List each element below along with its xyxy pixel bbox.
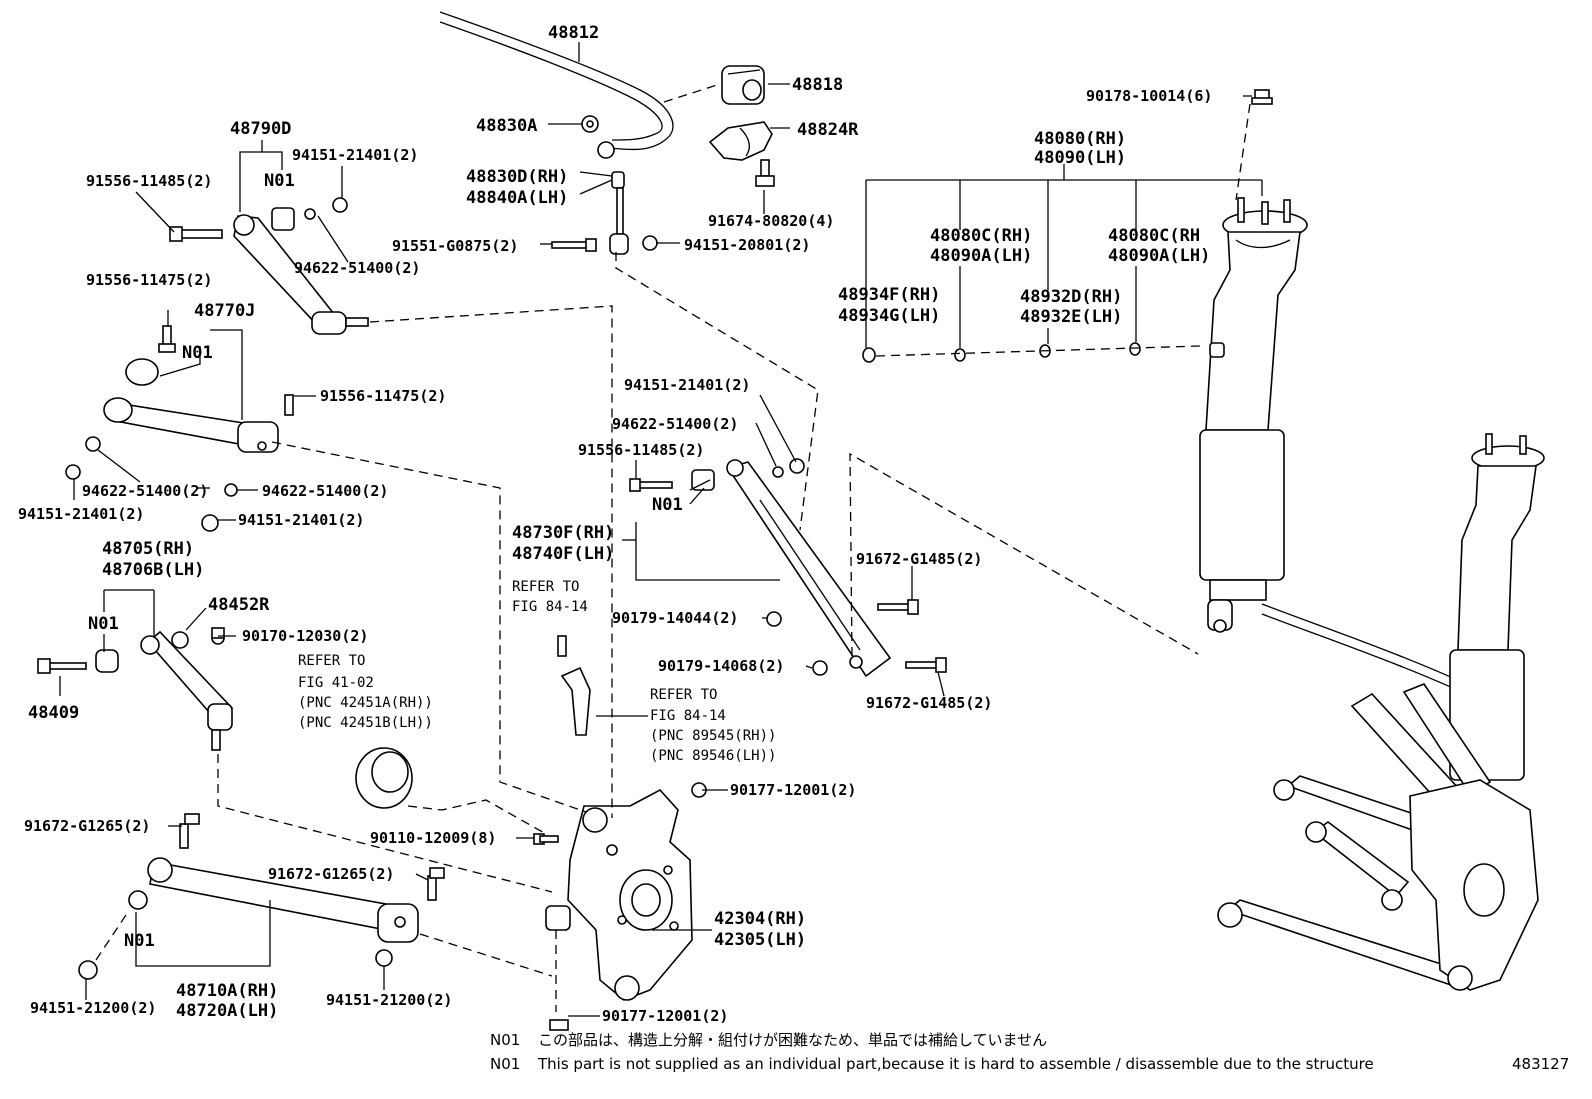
label-90110-12009[interactable]: 90110-12009(8) bbox=[370, 829, 496, 847]
label-fig-84-14-b[interactable]: FIG 84-14 bbox=[650, 708, 726, 724]
label-48840a[interactable]: 48840A(LH) bbox=[466, 188, 568, 208]
label-fig-41-02[interactable]: FIG 41-02 bbox=[298, 675, 374, 691]
label-pnc-89545: (PNC 89545(RH)) bbox=[650, 728, 776, 744]
label-90170-12030[interactable]: 90170-12030(2) bbox=[242, 627, 368, 645]
label-94151-21200-b[interactable]: 94151-21200(2) bbox=[326, 991, 452, 1009]
label-48090a-a[interactable]: 48090A(LH) bbox=[930, 246, 1032, 266]
label-94622-51400-a[interactable]: 94622-51400(2) bbox=[294, 259, 420, 277]
label-48452r[interactable]: 48452R bbox=[208, 595, 270, 615]
note-japanese: この部品は、構造上分解・組付けが困難なため、単品では補給していません bbox=[538, 1031, 1047, 1049]
label-91551-g0875[interactable]: 91551-G0875(2) bbox=[392, 237, 518, 255]
label-94151-21200-a[interactable]: 94151-21200(2) bbox=[30, 999, 156, 1017]
arm-48770j-part[interactable] bbox=[65, 325, 294, 532]
label-91556-11475-a[interactable]: 91556-11475(2) bbox=[86, 271, 212, 289]
label-48770j[interactable]: 48770J bbox=[194, 301, 255, 321]
label-pnc-42451a: (PNC 42451A(RH)) bbox=[298, 695, 433, 711]
label-48830d[interactable]: 48830D(RH) bbox=[466, 167, 568, 187]
label-n01-d: N01 bbox=[88, 614, 119, 634]
shock-rings-part[interactable] bbox=[862, 342, 1141, 363]
label-42305[interactable]: 42305(LH) bbox=[714, 930, 806, 950]
label-48932d[interactable]: 48932D(RH) bbox=[1020, 287, 1122, 307]
label-48080c-a[interactable]: 48080C(RH) bbox=[930, 226, 1032, 246]
label-48730f[interactable]: 48730F(RH) bbox=[512, 523, 614, 543]
speed-sensor-part[interactable] bbox=[557, 635, 591, 736]
arm-48730f-part[interactable] bbox=[629, 458, 947, 678]
lower-arm-48710a-part[interactable] bbox=[78, 813, 445, 980]
label-91556-11485-b[interactable]: 91556-11485(2) bbox=[578, 441, 704, 459]
label-fig-84-14-a[interactable]: FIG 84-14 bbox=[512, 599, 588, 615]
label-n01-c: N01 bbox=[652, 495, 683, 515]
label-pnc-89546: (PNC 89546(LH)) bbox=[650, 748, 776, 764]
label-refer-to-b: REFER TO bbox=[298, 653, 365, 669]
shock-top-nut-part[interactable] bbox=[1251, 89, 1273, 105]
label-90179-14044[interactable]: 90179-14044(2) bbox=[612, 609, 738, 627]
label-91672-g1265-b[interactable]: 91672-G1265(2) bbox=[268, 865, 394, 883]
label-94151-21401-d[interactable]: 94151-21401(2) bbox=[238, 511, 364, 529]
leader-lines bbox=[59, 42, 1263, 1017]
label-48934f[interactable]: 48934F(RH) bbox=[838, 285, 940, 305]
label-91672-g1265-a[interactable]: 91672-G1265(2) bbox=[24, 817, 150, 835]
label-pnc-42451b: (PNC 42451B(LH)) bbox=[298, 715, 433, 731]
toe-arm-48705-part[interactable] bbox=[37, 630, 234, 751]
label-48818[interactable]: 48818 bbox=[792, 75, 843, 95]
assembled-suspension-view[interactable] bbox=[1217, 433, 1545, 991]
label-91556-11485-a[interactable]: 91556-11485(2) bbox=[86, 172, 212, 190]
label-48705[interactable]: 48705(RH) bbox=[102, 539, 194, 559]
label-94622-51400-b[interactable]: 94622-51400(2) bbox=[612, 415, 738, 433]
upper-arm-48790d-part[interactable] bbox=[169, 197, 369, 335]
label-90179-14068[interactable]: 90179-14068(2) bbox=[658, 657, 784, 675]
label-94151-21401-a[interactable]: 94151-21401(2) bbox=[292, 146, 418, 164]
label-n01-e: N01 bbox=[124, 931, 155, 951]
note-code-en: N01 bbox=[490, 1055, 520, 1073]
link-bolt-part[interactable] bbox=[551, 238, 597, 252]
label-48080[interactable]: 48080(RH) bbox=[1034, 129, 1126, 149]
stabilizer-nut-part[interactable] bbox=[581, 115, 599, 133]
label-91672-g1485-b[interactable]: 91672-G1485(2) bbox=[866, 694, 992, 712]
label-48790d[interactable]: 48790D bbox=[230, 119, 291, 139]
link-nut-part[interactable] bbox=[642, 235, 658, 251]
label-94622-51400-c[interactable]: 94622-51400(2) bbox=[82, 482, 208, 500]
note-code-jp: N01 bbox=[490, 1031, 520, 1049]
label-91556-11475-b[interactable]: 91556-11475(2) bbox=[320, 387, 446, 405]
label-90177-12001-b[interactable]: 90177-12001(2) bbox=[602, 1007, 728, 1025]
label-48706b[interactable]: 48706B(LH) bbox=[102, 560, 204, 580]
label-90178-10014[interactable]: 90178-10014(6) bbox=[1086, 87, 1212, 105]
label-42304[interactable]: 42304(RH) bbox=[714, 909, 806, 929]
label-48740f[interactable]: 48740F(LH) bbox=[512, 544, 614, 564]
stabilizer-bar-part[interactable] bbox=[439, 11, 674, 159]
label-94151-21401-b[interactable]: 94151-21401(2) bbox=[624, 376, 750, 394]
label-94151-21401-c[interactable]: 94151-21401(2) bbox=[18, 505, 144, 523]
label-48830a[interactable]: 48830A bbox=[476, 116, 537, 136]
label-48932e[interactable]: 48932E(LH) bbox=[1020, 307, 1122, 327]
label-48812[interactable]: 48812 bbox=[548, 23, 599, 43]
figure-id: 483127 bbox=[1512, 1055, 1569, 1073]
label-91672-g1485-a[interactable]: 91672-G1485(2) bbox=[856, 550, 982, 568]
label-48090a-b[interactable]: 48090A(LH) bbox=[1108, 246, 1210, 266]
shock-absorber-part[interactable] bbox=[1199, 197, 1308, 633]
steering-knuckle-part[interactable] bbox=[533, 782, 707, 1031]
label-refer-to-c: REFER TO bbox=[650, 687, 717, 703]
label-48824r[interactable]: 48824R bbox=[797, 120, 859, 140]
stabilizer-link-part[interactable] bbox=[609, 171, 629, 255]
label-48409[interactable]: 48409 bbox=[28, 703, 79, 723]
label-90177-12001-a[interactable]: 90177-12001(2) bbox=[730, 781, 856, 799]
label-91674-80820[interactable]: 91674-80820(4) bbox=[708, 212, 834, 230]
label-n01-b: N01 bbox=[182, 343, 213, 363]
label-refer-to-a: REFER TO bbox=[512, 579, 579, 595]
label-n01-a: N01 bbox=[264, 171, 295, 191]
label-94151-20801[interactable]: 94151-20801(2) bbox=[684, 236, 810, 254]
label-48090[interactable]: 48090(LH) bbox=[1034, 148, 1126, 168]
bracket-bolt-part[interactable] bbox=[755, 159, 775, 187]
note-english: This part is not supplied as an individu… bbox=[537, 1055, 1374, 1073]
label-94622-51400-d[interactable]: 94622-51400(2) bbox=[262, 482, 388, 500]
stabilizer-bracket-part[interactable] bbox=[708, 121, 773, 161]
stabilizer-bushing-part[interactable] bbox=[721, 65, 765, 105]
assembly-dashed-lines bbox=[95, 83, 1251, 1012]
label-48720a[interactable]: 48720A(LH) bbox=[176, 1001, 278, 1021]
label-48710a[interactable]: 48710A(RH) bbox=[176, 981, 278, 1001]
label-48080c-b[interactable]: 48080C(RH bbox=[1108, 226, 1200, 246]
hub-bearing-part[interactable] bbox=[211, 627, 413, 809]
label-48934g[interactable]: 48934G(LH) bbox=[838, 306, 940, 326]
